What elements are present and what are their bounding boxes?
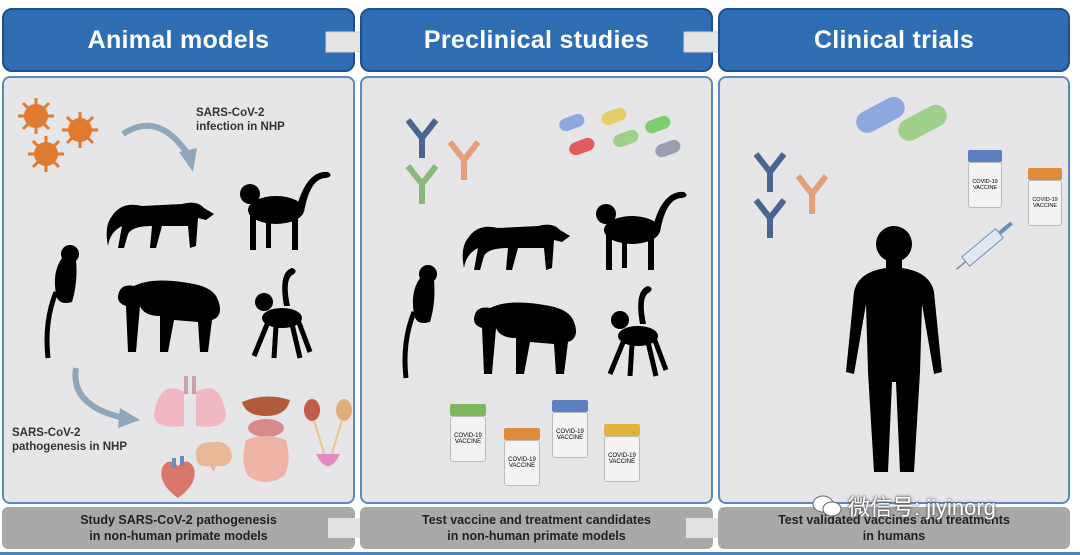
antibody-icon [405, 164, 439, 204]
watermark: 微信号: jiyinorg [812, 490, 996, 522]
panel-animal-models: SARS-CoV-2 infection in NHP SARS-CoV-2 p… [2, 76, 355, 504]
monkey-silhouette [240, 171, 331, 250]
brain-icon [195, 441, 232, 472]
pill-icon [569, 137, 595, 156]
ape-silhouette [118, 280, 220, 352]
pill-icon [613, 129, 639, 148]
footer-text: Test validated vaccines and treatments i… [778, 513, 1010, 543]
antibody-icon [405, 118, 439, 158]
lemur-silhouette [402, 265, 437, 379]
monkey-silhouette [596, 191, 687, 270]
panel-preclinical-studies: COVID-19 VACCINE COVID-19 VACCINE COVID-… [360, 76, 713, 504]
panel-clinical-trials: COVID-19 VACCINE COVID-19 VACCINE [718, 76, 1070, 504]
label-pathogenesis: SARS-CoV-2 pathogenesis in NHP [12, 427, 128, 453]
macaque-silhouette [462, 224, 570, 270]
pill-icon [655, 139, 681, 158]
heart-icon [161, 456, 195, 498]
header-preclinical-studies: Preclinical studies [360, 8, 713, 72]
header-clinical-trials: Clinical trials [718, 8, 1070, 72]
lemur-silhouette [44, 245, 79, 359]
pill-icon [645, 115, 671, 134]
capsule-icon [856, 96, 905, 133]
label-infection: SARS-CoV-2 infection in NHP [196, 107, 285, 133]
human-silhouette [846, 226, 942, 472]
footer-clinical-trials: Test validated vaccines and treatments i… [718, 507, 1070, 549]
vial-label: COVID-19 VACCINE [608, 453, 636, 465]
footer-text: Study SARS-CoV-2 pathogenesis in non-hum… [80, 513, 277, 543]
antibody-icon [447, 140, 481, 180]
kidneys-icon [304, 399, 352, 466]
pill-icon [601, 107, 627, 126]
watermark-text: 微信号: jiyinorg [848, 495, 996, 520]
ape-silhouette [474, 302, 576, 374]
vial-label: COVID-19 VACCINE [972, 179, 998, 191]
virus-icon [62, 112, 98, 148]
monkey-silhouette [251, 268, 313, 359]
vaccine-vial-blue: COVID-19 VACCINE [968, 150, 1002, 208]
vaccine-vial-orange: COVID-19 VACCINE [1028, 168, 1062, 226]
wechat-icon [812, 495, 842, 517]
vial-label: COVID-19 VACCINE [1032, 197, 1058, 209]
virus-icon [28, 136, 64, 172]
virus-icon [18, 98, 54, 134]
macaque-silhouette [106, 202, 214, 248]
vaccine-vial-orange: COVID-19 VACCINE [504, 428, 540, 486]
vial-label: COVID-19 VACCINE [508, 457, 536, 469]
lungs-icon [154, 376, 226, 427]
curved-arrow-icon [121, 122, 197, 172]
pill-icon [559, 113, 585, 132]
bottom-rule [0, 552, 1080, 555]
curved-arrow-icon [72, 367, 140, 428]
vial-label: COVID-19 VACCINE [556, 429, 584, 441]
capsule-icon [898, 104, 947, 141]
antibody-icon [753, 152, 787, 192]
antibody-icon [795, 174, 829, 214]
vaccine-vial-yellow: COVID-19 VACCINE [604, 424, 640, 482]
vaccine-vial-blue: COVID-19 VACCINE [552, 400, 588, 458]
footer-animal-models: Study SARS-CoV-2 pathogenesis in non-hum… [2, 507, 355, 549]
organs-icon [242, 396, 290, 482]
footer-preclinical-studies: Test vaccine and treatment candidates in… [360, 507, 713, 549]
vial-label: COVID-19 VACCINE [454, 433, 482, 445]
antibody-icon [753, 198, 787, 238]
footer-text: Test vaccine and treatment candidates in… [421, 513, 652, 543]
syringe-icon [955, 221, 1013, 270]
vaccine-vial-green: COVID-19 VACCINE [450, 404, 486, 462]
header-animal-models: Animal models [2, 8, 355, 72]
monkey-silhouette [607, 286, 669, 377]
